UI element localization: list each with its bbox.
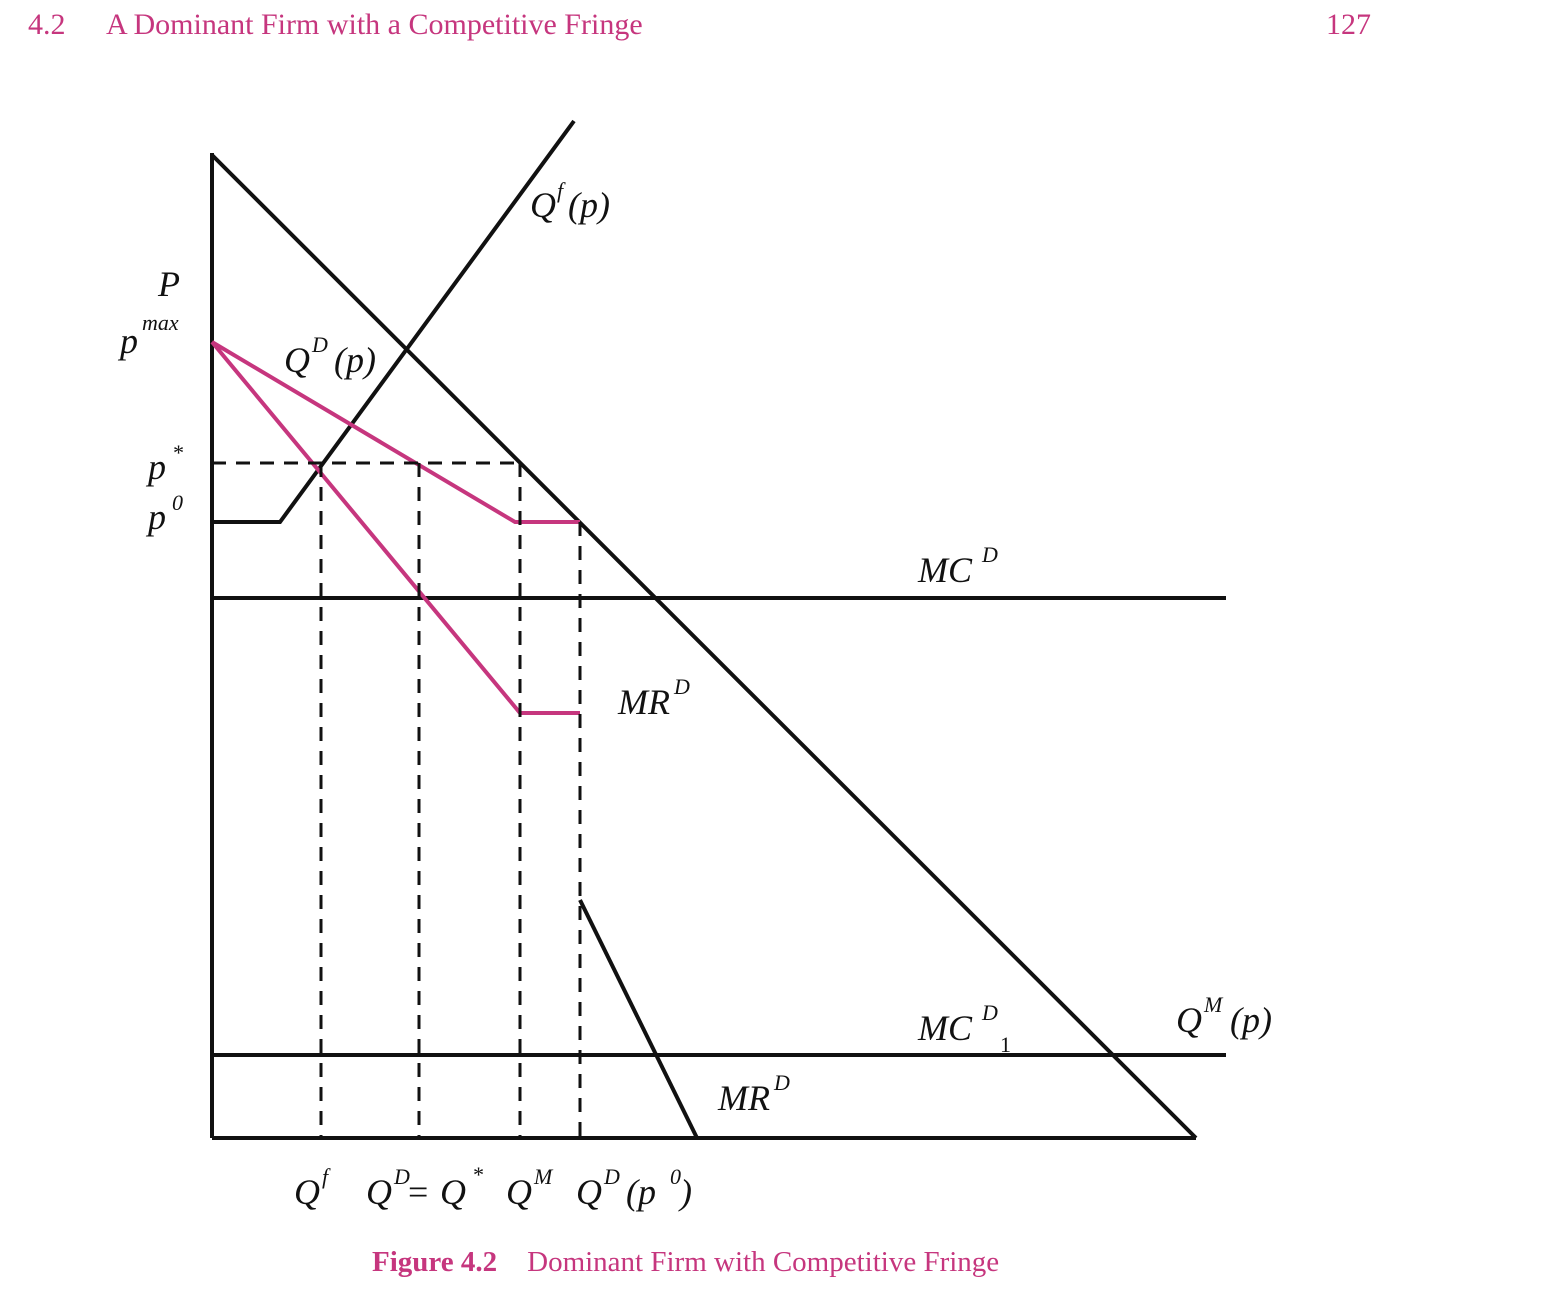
- mr-d-black-label: MR: [717, 1078, 770, 1118]
- qd-axis-label: Q: [366, 1172, 392, 1212]
- market-demand-line: [210, 153, 1198, 1140]
- fringe-supply-arg: (p): [568, 185, 610, 225]
- residual-demand-line: [210, 340, 580, 524]
- figure-caption-text: Dominant Firm with Competitive Fringe: [527, 1246, 1000, 1278]
- pmax-label: p: [117, 321, 138, 361]
- figure-caption-label: Figure 4.2: [372, 1246, 498, 1278]
- qdp0-axis-sup: D: [603, 1164, 620, 1189]
- mc-d-label: MC: [917, 550, 973, 590]
- residual-demand-arg: (p): [334, 340, 376, 380]
- market-demand-arg: (p): [1230, 1000, 1272, 1040]
- qf-axis-sup: f: [322, 1164, 331, 1189]
- p0-label: p: [145, 497, 166, 537]
- figure-caption: Figure 4.2 Dominant Firm with Competitive…: [372, 1246, 999, 1279]
- residual-demand-label: Q: [284, 340, 310, 380]
- qdp0-axis-sup2: 0: [670, 1164, 681, 1189]
- page-number: 127: [1326, 8, 1371, 41]
- pmax-sup: max: [142, 310, 179, 335]
- section-number: 4.2: [28, 8, 66, 41]
- mc-d1-sub: 1: [1000, 1032, 1011, 1057]
- mc-d1-label: MC: [917, 1008, 973, 1048]
- fringe-supply-sup: f: [557, 178, 566, 203]
- qm-axis-label: Q: [506, 1172, 532, 1212]
- qdp0-axis-label: Q: [576, 1172, 602, 1212]
- qf-axis-label: Q: [294, 1172, 320, 1212]
- mr-d-black-sup: D: [773, 1070, 790, 1095]
- mc-d-sup: D: [981, 542, 998, 567]
- mr-d-pink-line: [210, 340, 580, 715]
- qstar-axis-sup: *: [472, 1162, 483, 1187]
- p0-sup: 0: [172, 490, 183, 515]
- qdp0-axis-close: ): [678, 1172, 692, 1212]
- equals-sign: =: [408, 1172, 428, 1212]
- running-header: 4.2 A Dominant Firm with a Competitive F…: [0, 8, 1552, 52]
- market-demand-sup: M: [1203, 992, 1224, 1017]
- fringe-supply-line: [212, 119, 576, 524]
- pstar-label: p: [145, 447, 166, 487]
- fringe-supply-label: Q: [530, 185, 556, 225]
- mr-d-black-line: [578, 899, 699, 1139]
- section-title: A Dominant Firm with a Competitive Fring…: [106, 8, 643, 41]
- dashed-guides: [212, 461, 582, 1138]
- price-axis-label: P: [157, 264, 180, 304]
- mr-d-pink-sup: D: [673, 674, 690, 699]
- mr-d-pink-label: MR: [617, 682, 670, 722]
- qm-axis-sup: M: [533, 1164, 554, 1189]
- residual-demand-sup: D: [311, 332, 328, 357]
- qd-axis-sup: D: [393, 1164, 410, 1189]
- mc-d1-sup: D: [981, 1000, 998, 1025]
- qdp0-axis-open: (p: [626, 1172, 656, 1212]
- pstar-sup: *: [172, 440, 183, 465]
- market-demand-label: Q: [1176, 1000, 1202, 1040]
- qstar-axis-label: Q: [440, 1172, 466, 1212]
